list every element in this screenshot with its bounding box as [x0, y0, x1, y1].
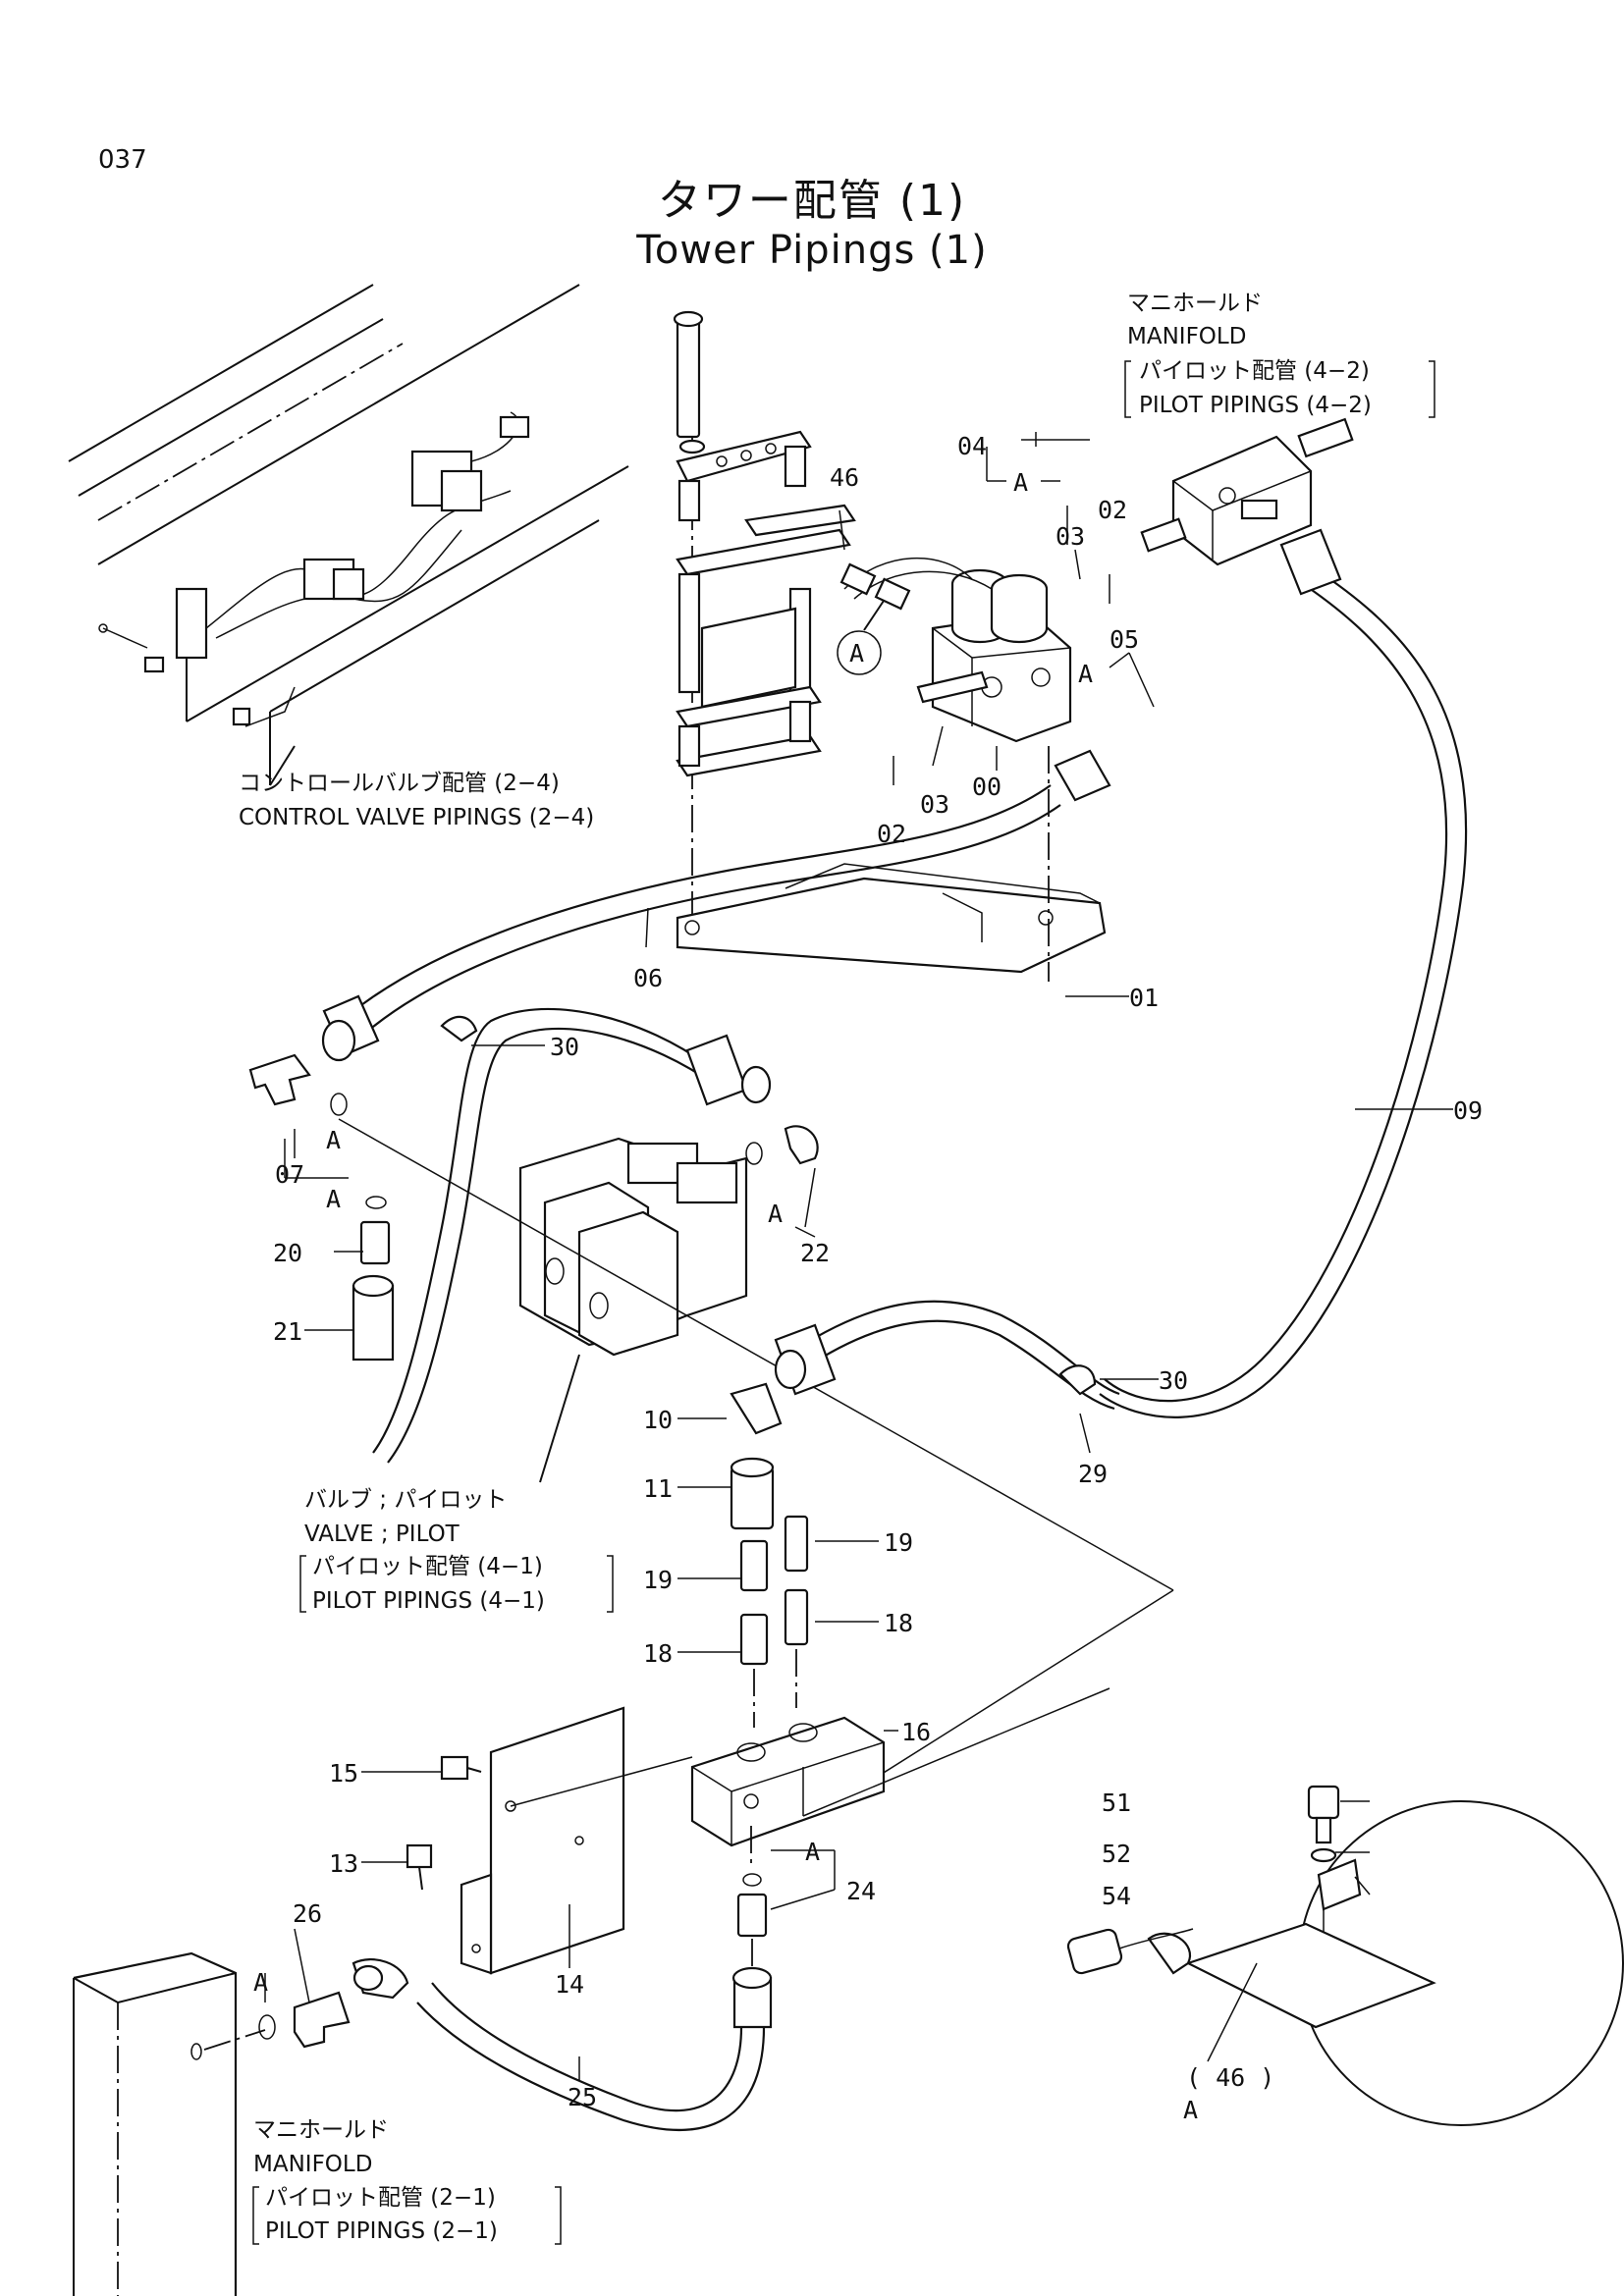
svg-text:MANIFOLD: MANIFOLD — [253, 2152, 372, 2177]
callout-22-a: A — [768, 1200, 783, 1228]
block-16 — [690, 1687, 1110, 1865]
callout-24: 24 — [846, 1877, 876, 1905]
hose-30-lower — [774, 1300, 1120, 1411]
manifold-bottom-note: マニホールド MANIFOLD パイロット配管 (2−1) PILOT PIPI… — [252, 2117, 562, 2245]
callout-11: 11 — [643, 1474, 673, 1503]
callout-09: 09 — [1453, 1096, 1483, 1125]
svg-text:CONTROL VALVE PIPINGS (2−4): CONTROL VALVE PIPINGS (2−4) — [239, 805, 594, 830]
detail-view-label: A — [1183, 2096, 1198, 2124]
detail-ref-label: ( 46 ) — [1186, 2063, 1274, 2092]
page-title-english: Tower Pipings (1) — [636, 228, 988, 273]
leader-lines — [264, 432, 1453, 2081]
callout-16: 16 — [901, 1718, 931, 1746]
control-valve-frame — [68, 284, 629, 786]
callout-04: 04 — [957, 432, 987, 460]
svg-text:MANIFOLD: MANIFOLD — [1127, 324, 1246, 349]
manifold-top-right — [1140, 417, 1354, 566]
svg-text:マニホールド: マニホールド — [1127, 291, 1263, 316]
fitting-stack — [730, 1382, 809, 1728]
detail-a-marker: A — [849, 639, 864, 667]
pilot-valve — [518, 1137, 748, 1483]
callout-19-left: 19 — [643, 1566, 673, 1594]
detail-view-a: ( 46 ) A — [1066, 1785, 1624, 2126]
callout-30-upper: 30 — [550, 1033, 579, 1061]
callout-03-upper: 03 — [1056, 522, 1085, 551]
callout-labels: 04 A 46 03 02 05 A 00 03 02 06 01 09 30 … — [253, 432, 1483, 2111]
svg-text:マニホールド: マニホールド — [253, 2117, 389, 2143]
tower-bracket-assembly — [673, 310, 1107, 974]
callout-25: 25 — [568, 2083, 597, 2111]
svg-text:パイロット配管 (4−1): パイロット配管 (4−1) — [312, 1554, 543, 1579]
hose-06 — [321, 749, 1111, 1062]
bracket-14 — [406, 1706, 693, 1975]
connector-harness: A — [837, 557, 993, 675]
manifold-top-note: マニホールド MANIFOLD パイロット配管 (4−2) PILOT PIPI… — [1124, 291, 1435, 418]
callout-02-upper: 02 — [1098, 496, 1127, 524]
callout-13: 13 — [329, 1849, 358, 1878]
hose-25 — [352, 1873, 773, 2131]
svg-text:PILOT PIPINGS (4−2): PILOT PIPINGS (4−2) — [1139, 393, 1372, 418]
callout-07: 07 — [275, 1160, 304, 1189]
center-line — [338, 1118, 1174, 1591]
callout-29: 29 — [1078, 1460, 1108, 1488]
callout-04-a: A — [1013, 468, 1028, 497]
callout-15: 15 — [329, 1759, 358, 1788]
svg-text:バルブ ; パイロット: バルブ ; パイロット — [304, 1487, 507, 1513]
tee-26 — [258, 1991, 351, 2049]
svg-text:PILOT PIPINGS (4−1): PILOT PIPINGS (4−1) — [312, 1588, 545, 1614]
hose-09 — [1099, 528, 1468, 1418]
svg-text:パイロット配管 (4−2): パイロット配管 (4−2) — [1139, 358, 1370, 384]
callout-46: 46 — [830, 463, 859, 492]
callout-52: 52 — [1102, 1840, 1131, 1868]
callout-06: 06 — [633, 964, 663, 992]
callout-54: 54 — [1102, 1882, 1131, 1910]
callout-01: 01 — [1129, 984, 1159, 1012]
callout-20-a: A — [326, 1185, 341, 1213]
callout-03-lower: 03 — [920, 790, 949, 819]
hose-30-upper — [352, 1007, 772, 1464]
callout-26-a: A — [253, 1968, 268, 1997]
callout-24-a: A — [805, 1838, 820, 1866]
page-title-japanese: タワー配管 (1) — [657, 176, 967, 226]
svg-text:PILOT PIPINGS (2−1): PILOT PIPINGS (2−1) — [265, 2218, 498, 2244]
callout-10: 10 — [643, 1406, 673, 1434]
callout-14: 14 — [555, 1970, 584, 1999]
manifold-bottom-left — [73, 1951, 266, 2296]
svg-text:パイロット配管 (2−1): パイロット配管 (2−1) — [265, 2185, 496, 2211]
callout-07-a: A — [326, 1126, 341, 1154]
callout-02-lower: 02 — [877, 820, 906, 848]
callout-22: 22 — [800, 1239, 830, 1267]
callout-26: 26 — [293, 1899, 322, 1928]
page-number: 037 — [98, 145, 147, 175]
control-valve-pipings-note: コントロールバルブ配管 (2−4) CONTROL VALVE PIPINGS … — [239, 771, 594, 830]
callout-18-right: 18 — [884, 1609, 913, 1637]
callout-51: 51 — [1102, 1789, 1131, 1817]
svg-text:VALVE ; PILOT: VALVE ; PILOT — [304, 1522, 460, 1547]
svg-text:コントロールバルブ配管 (2−4): コントロールバルブ配管 (2−4) — [239, 771, 560, 796]
callout-05: 05 — [1110, 625, 1139, 654]
solenoid-valve-block — [916, 568, 1072, 982]
callout-05-a: A — [1078, 660, 1093, 688]
callout-18-left: 18 — [643, 1639, 673, 1668]
left-fittings — [248, 1053, 819, 1265]
callout-30-lower: 30 — [1159, 1366, 1188, 1395]
pilot-valve-note: バルブ ; パイロット VALVE ; PILOT パイロット配管 (4−1) … — [299, 1487, 614, 1614]
callout-20: 20 — [273, 1239, 302, 1267]
callout-21: 21 — [273, 1317, 302, 1346]
callout-19-right: 19 — [884, 1528, 913, 1557]
callout-00: 00 — [972, 773, 1001, 801]
